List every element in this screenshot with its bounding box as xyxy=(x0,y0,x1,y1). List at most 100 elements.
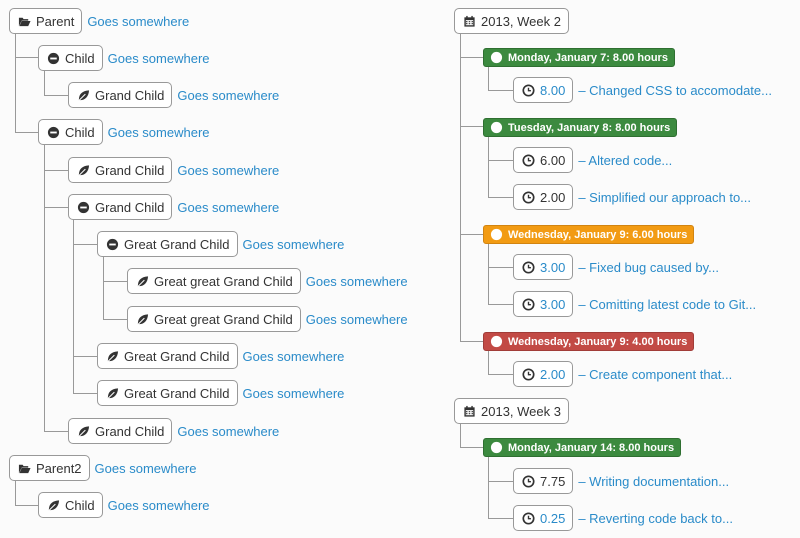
connector-line xyxy=(73,244,97,245)
node-button[interactable]: Grand Child xyxy=(68,194,173,220)
entry-description-link[interactable]: – Altered code... xyxy=(578,152,673,168)
node-label: Grand Child xyxy=(95,87,165,103)
connector-line xyxy=(73,220,74,394)
entry-description-link[interactable]: – Changed CSS to accomodate... xyxy=(578,82,772,98)
node-button[interactable]: Grand Child xyxy=(68,82,173,108)
connector-line xyxy=(488,374,513,375)
entry-node-wed9a-e2: 3.00– Comitting latest code to Git... xyxy=(513,291,756,317)
node-label: Great great Grand Child xyxy=(154,273,293,289)
day-badge[interactable]: Wednesday, January 9: 6.00 hours xyxy=(483,225,695,244)
entry-description-link[interactable]: – Fixed bug caused by... xyxy=(578,259,719,275)
tree-node-grand-child-1: Grand Child Goes somewhere xyxy=(68,82,279,108)
hours-button[interactable]: 6.00 xyxy=(513,147,574,173)
minus-circle-icon xyxy=(490,441,503,454)
hours-button[interactable]: 0.25 xyxy=(513,505,574,531)
hours-value: 2.00 xyxy=(540,366,566,382)
hours-button[interactable]: 8.00 xyxy=(513,77,574,103)
day-badge[interactable]: Tuesday, January 8: 8.00 hours xyxy=(483,118,678,137)
connector-line xyxy=(488,267,513,268)
clock-icon xyxy=(522,190,535,204)
day-node-mon14: Monday, January 14: 8.00 hours xyxy=(483,438,682,457)
hours-button[interactable]: 3.00 xyxy=(513,291,574,317)
entry-node-mon7-e1: 8.00– Changed CSS to accomodate... xyxy=(513,77,772,103)
node-link[interactable]: Goes somewhere xyxy=(242,385,345,401)
connector-line xyxy=(488,244,489,304)
node-label: Great Grand Child xyxy=(124,385,230,401)
hours-button[interactable]: 7.75 xyxy=(513,468,574,494)
week-button[interactable]: 2013, Week 3 xyxy=(454,398,569,424)
node-link[interactable]: Goes somewhere xyxy=(177,423,280,439)
node-button[interactable]: Great Grand Child xyxy=(97,343,238,369)
node-button[interactable]: Great Grand Child xyxy=(97,231,238,257)
connector-line xyxy=(103,319,127,320)
entry-description-link[interactable]: – Reverting code back to... xyxy=(578,510,733,526)
day-label: Tuesday, January 8: 8.00 hours xyxy=(508,121,671,134)
entry-description-link[interactable]: – Simplified our approach to... xyxy=(578,189,752,205)
hours-button[interactable]: 3.00 xyxy=(513,254,574,280)
clock-icon xyxy=(522,367,535,381)
node-button[interactable]: Grand Child xyxy=(68,157,173,183)
day-badge[interactable]: Wednesday, January 9: 4.00 hours xyxy=(483,332,695,351)
week-label: 2013, Week 2 xyxy=(481,13,561,29)
minus-circle-icon xyxy=(490,228,503,241)
entry-description-link[interactable]: – Writing documentation... xyxy=(578,473,730,489)
node-label: Great Grand Child xyxy=(124,236,230,252)
node-button[interactable]: Great great Grand Child xyxy=(127,268,301,294)
leaf-icon xyxy=(106,350,119,363)
node-link[interactable]: Goes somewhere xyxy=(305,311,408,327)
connector-line xyxy=(460,57,483,58)
node-label: Child xyxy=(65,124,95,140)
node-button[interactable]: Parent xyxy=(9,8,83,34)
node-button[interactable]: Great Grand Child xyxy=(97,380,238,406)
minus-circle-icon xyxy=(490,335,503,348)
node-link[interactable]: Goes somewhere xyxy=(107,497,210,513)
node-link[interactable]: Goes somewhere xyxy=(107,124,210,140)
entry-description-link[interactable]: – Create component that... xyxy=(578,366,733,382)
connector-line xyxy=(488,197,513,198)
node-button[interactable]: Child xyxy=(38,45,103,71)
node-button[interactable]: Grand Child xyxy=(68,418,173,444)
node-button[interactable]: Child xyxy=(38,492,103,518)
node-button[interactable]: Great great Grand Child xyxy=(127,306,301,332)
week-button[interactable]: 2013, Week 2 xyxy=(454,8,569,34)
node-button[interactable]: Parent2 xyxy=(9,455,90,481)
clock-icon xyxy=(522,511,535,525)
minus-circle-icon xyxy=(47,126,60,139)
node-link[interactable]: Goes somewhere xyxy=(107,50,210,66)
leaf-icon xyxy=(77,89,90,102)
hours-value: 6.00 xyxy=(540,152,566,168)
entry-description-link[interactable]: – Comitting latest code to Git... xyxy=(578,296,757,312)
node-link[interactable]: Goes somewhere xyxy=(242,236,345,252)
hours-button[interactable]: 2.00 xyxy=(513,184,574,210)
leaf-icon xyxy=(47,499,60,512)
connector-line xyxy=(44,145,45,431)
node-link[interactable]: Goes somewhere xyxy=(87,13,190,29)
day-badge[interactable]: Monday, January 14: 8.00 hours xyxy=(483,438,682,457)
node-link[interactable]: Goes somewhere xyxy=(177,87,280,103)
hours-button[interactable]: 2.00 xyxy=(513,361,574,387)
connector-line xyxy=(460,447,483,448)
node-link[interactable]: Goes somewhere xyxy=(94,460,197,476)
connector-line xyxy=(460,126,483,127)
calendar-icon xyxy=(463,15,476,28)
node-label: Parent xyxy=(36,13,75,29)
node-link[interactable]: Goes somewhere xyxy=(242,348,345,364)
week-label: 2013, Week 3 xyxy=(481,403,561,419)
leaf-icon xyxy=(77,425,90,438)
connector-line xyxy=(488,137,489,197)
minus-circle-icon xyxy=(490,51,503,64)
node-link[interactable]: Goes somewhere xyxy=(177,199,280,215)
node-link[interactable]: Goes somewhere xyxy=(305,273,408,289)
day-badge[interactable]: Monday, January 7: 8.00 hours xyxy=(483,48,675,67)
node-button[interactable]: Child xyxy=(38,119,103,145)
entry-node-tue8-e1: 6.00 – Altered code... xyxy=(513,147,672,173)
connector-line xyxy=(44,95,68,96)
connector-line xyxy=(44,431,68,432)
node-link[interactable]: Goes somewhere xyxy=(177,162,280,178)
hours-value: 3.00 xyxy=(540,259,566,275)
entry-node-mon14-e2: 0.25– Reverting code back to... xyxy=(513,505,733,531)
connector-line xyxy=(73,356,97,357)
